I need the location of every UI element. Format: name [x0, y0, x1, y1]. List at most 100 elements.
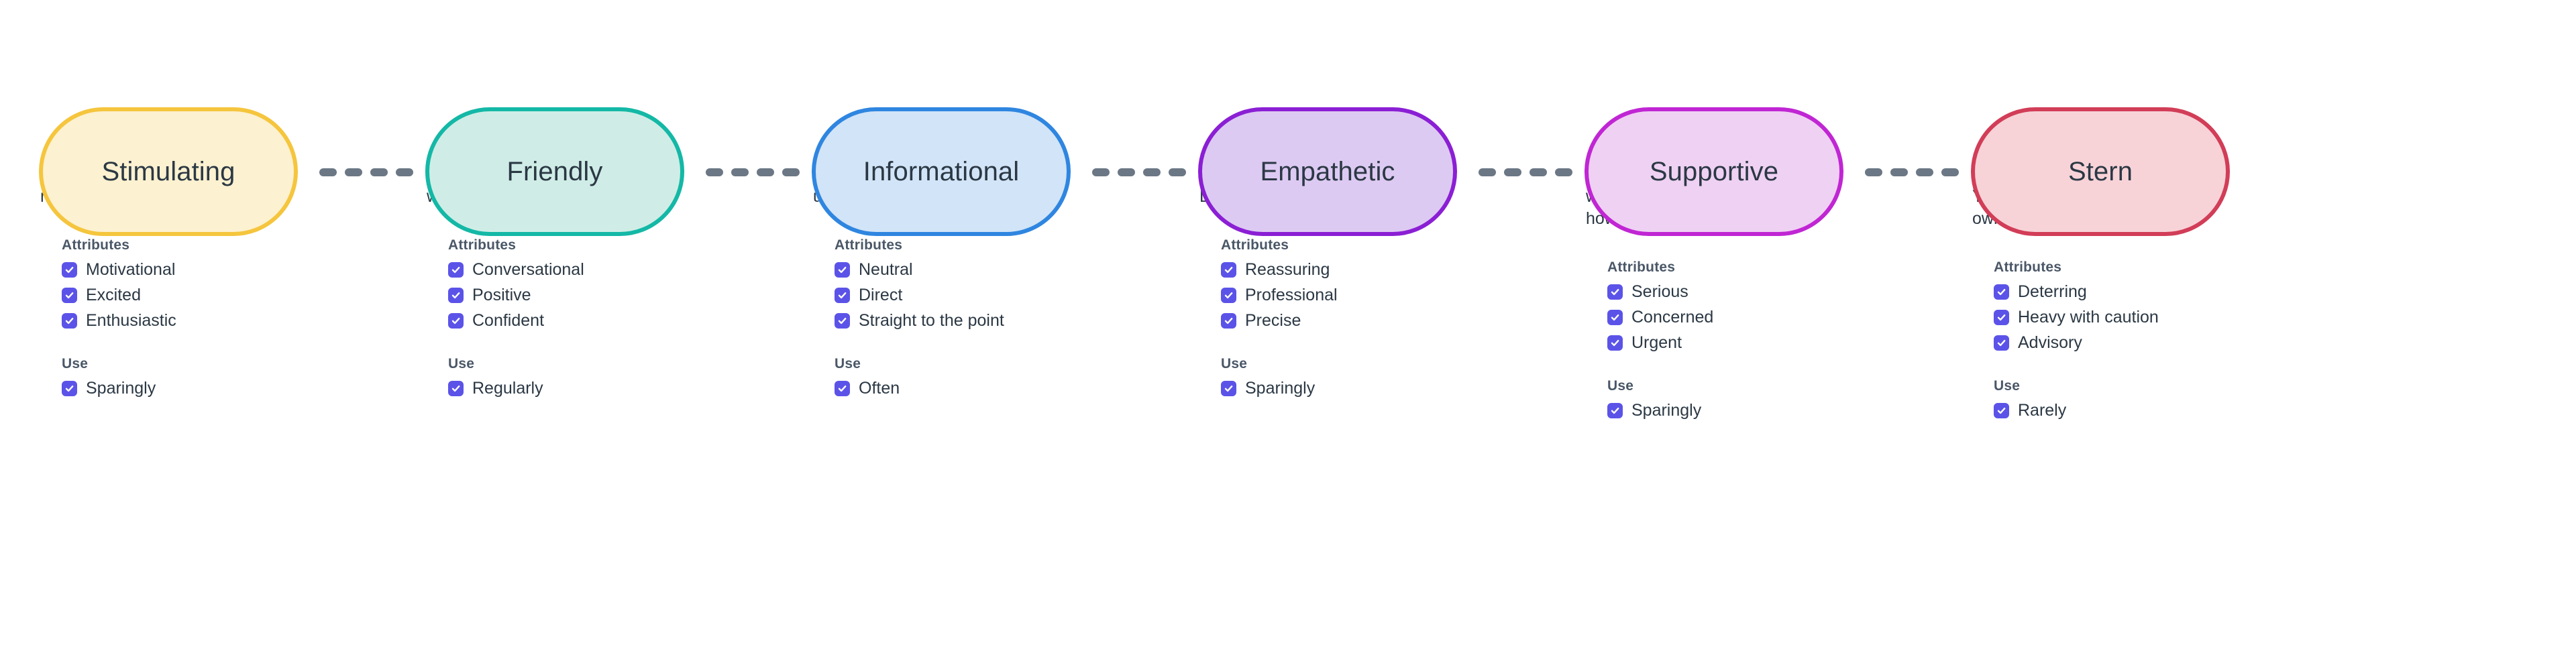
tone-pill-stimulating[interactable]: Stimulating [39, 107, 298, 236]
connector-dashed-line [1479, 168, 1572, 177]
checkbox-checked-icon[interactable] [1994, 284, 2009, 300]
tone-pill-label: Supportive [1649, 156, 1779, 186]
attributes-heading: Attributes [1607, 259, 1676, 275]
connector-dash [1479, 168, 1496, 176]
use-label: Regularly [472, 378, 543, 398]
use-heading: Use [1607, 378, 1634, 394]
attribute-label: Positive [472, 285, 531, 304]
attribute-row[interactable]: Straight to the point [835, 310, 1159, 331]
use-row[interactable]: Sparingly [1607, 400, 1932, 420]
attributes-heading: Attributes [62, 237, 130, 253]
attribute-label: Advisory [2018, 333, 2082, 352]
checkbox-checked-icon[interactable] [1221, 261, 1236, 278]
connector-dashed-line [319, 168, 413, 177]
attribute-row[interactable]: Precise [1221, 310, 1546, 331]
use-row[interactable]: Sparingly [1221, 378, 1546, 398]
attribute-row[interactable]: Direct [835, 285, 1159, 305]
connector-dash [1890, 168, 1908, 176]
checkbox-checked-icon[interactable] [62, 312, 77, 329]
checkbox-checked-icon[interactable] [835, 380, 850, 396]
tone-pill-wrap: Friendly [386, 0, 800, 236]
checkbox-checked-icon[interactable] [62, 380, 77, 396]
use-heading: Use [1221, 356, 1248, 371]
checkbox-checked-icon[interactable] [835, 312, 850, 329]
attribute-row[interactable]: Advisory [1994, 333, 2318, 353]
attribute-row[interactable]: Concerned [1607, 307, 1932, 327]
attribute-row[interactable]: Reassuring [1221, 259, 1546, 280]
tone-column-supportive: SupportiveSomething's definitely wrong. … [1546, 0, 1959, 426]
attribute-row[interactable]: Deterring [1994, 282, 2318, 302]
attribute-row[interactable]: Professional [1221, 285, 1546, 305]
attribute-label: Confident [472, 310, 545, 330]
tone-column-empathetic: EmpatheticSomething could be wrong. Let … [1159, 0, 1572, 404]
tone-column-stern: SternWe don't advise this action. You're… [1932, 0, 2318, 426]
checkbox-checked-icon[interactable] [1607, 335, 1623, 351]
checkbox-checked-icon[interactable] [1221, 287, 1236, 303]
attribute-row[interactable]: Excited [62, 285, 386, 305]
use-label: Sparingly [1631, 400, 1702, 420]
connector-dash [319, 168, 337, 176]
tone-pill-friendly[interactable]: Friendly [425, 107, 684, 236]
connector-dash [1118, 168, 1135, 176]
use-row[interactable]: Regularly [448, 378, 773, 398]
checkbox-checked-icon[interactable] [62, 287, 77, 303]
connector-dashed-line [1092, 168, 1186, 177]
tone-pill-empathetic[interactable]: Empathetic [1198, 107, 1457, 236]
attribute-row[interactable]: Heavy with caution [1994, 307, 2318, 327]
attribute-row[interactable]: Motivational [62, 259, 386, 280]
checkbox-checked-icon[interactable] [1994, 309, 2009, 325]
connector-dash [1529, 168, 1547, 176]
attribute-row[interactable]: Enthusiastic [62, 310, 386, 331]
tone-pill-stern[interactable]: Stern [1971, 107, 2230, 236]
tone-pill-supportive[interactable]: Supportive [1585, 107, 1843, 236]
connector-dash [345, 168, 362, 176]
attribute-label: Serious [1631, 282, 1688, 301]
attribute-label: Professional [1245, 285, 1338, 304]
tone-pill-informational[interactable]: Informational [812, 107, 1071, 236]
attribute-label: Concerned [1631, 307, 1714, 327]
attribute-row[interactable]: Confident [448, 310, 773, 331]
connector-dash [1916, 168, 1933, 176]
tone-pill-wrap: Empathetic [1159, 0, 1572, 236]
checkbox-checked-icon[interactable] [62, 261, 77, 278]
attribute-row[interactable]: Urgent [1607, 333, 1932, 353]
use-heading: Use [1994, 378, 2021, 394]
attribute-row[interactable]: Conversational [448, 259, 773, 280]
checkbox-checked-icon[interactable] [448, 287, 464, 303]
checkbox-checked-icon[interactable] [835, 261, 850, 278]
checkbox-checked-icon[interactable] [448, 380, 464, 396]
attribute-label: Motivational [86, 259, 176, 279]
checkbox-checked-icon[interactable] [1607, 284, 1623, 300]
attribute-label: Excited [86, 285, 141, 304]
attribute-row[interactable]: Serious [1607, 282, 1932, 302]
checkbox-checked-icon[interactable] [1607, 402, 1623, 418]
attribute-row[interactable]: Positive [448, 285, 773, 305]
tone-column-informational: InformationalWhat is this? How to use it… [773, 0, 1186, 404]
checkbox-checked-icon[interactable] [448, 261, 464, 278]
use-row[interactable]: Rarely [1994, 400, 2318, 420]
checkbox-checked-icon[interactable] [1994, 335, 2009, 351]
checkbox-checked-icon[interactable] [1994, 402, 2009, 418]
tone-pill-wrap: Stern [1932, 0, 2318, 236]
checkbox-checked-icon[interactable] [1221, 380, 1236, 396]
checkbox-checked-icon[interactable] [1221, 312, 1236, 329]
checkbox-checked-icon[interactable] [1607, 309, 1623, 325]
use-row[interactable]: Often [835, 378, 1159, 398]
checkbox-checked-icon[interactable] [835, 287, 850, 303]
use-label: Sparingly [86, 378, 156, 398]
connector-dash [1941, 168, 1959, 176]
use-row[interactable]: Sparingly [62, 378, 386, 398]
checkbox-checked-icon[interactable] [448, 312, 464, 329]
attribute-label: Deterring [2018, 282, 2087, 301]
use-heading: Use [448, 356, 475, 371]
attribute-row[interactable]: Neutral [835, 259, 1159, 280]
connector-dash [782, 168, 800, 176]
